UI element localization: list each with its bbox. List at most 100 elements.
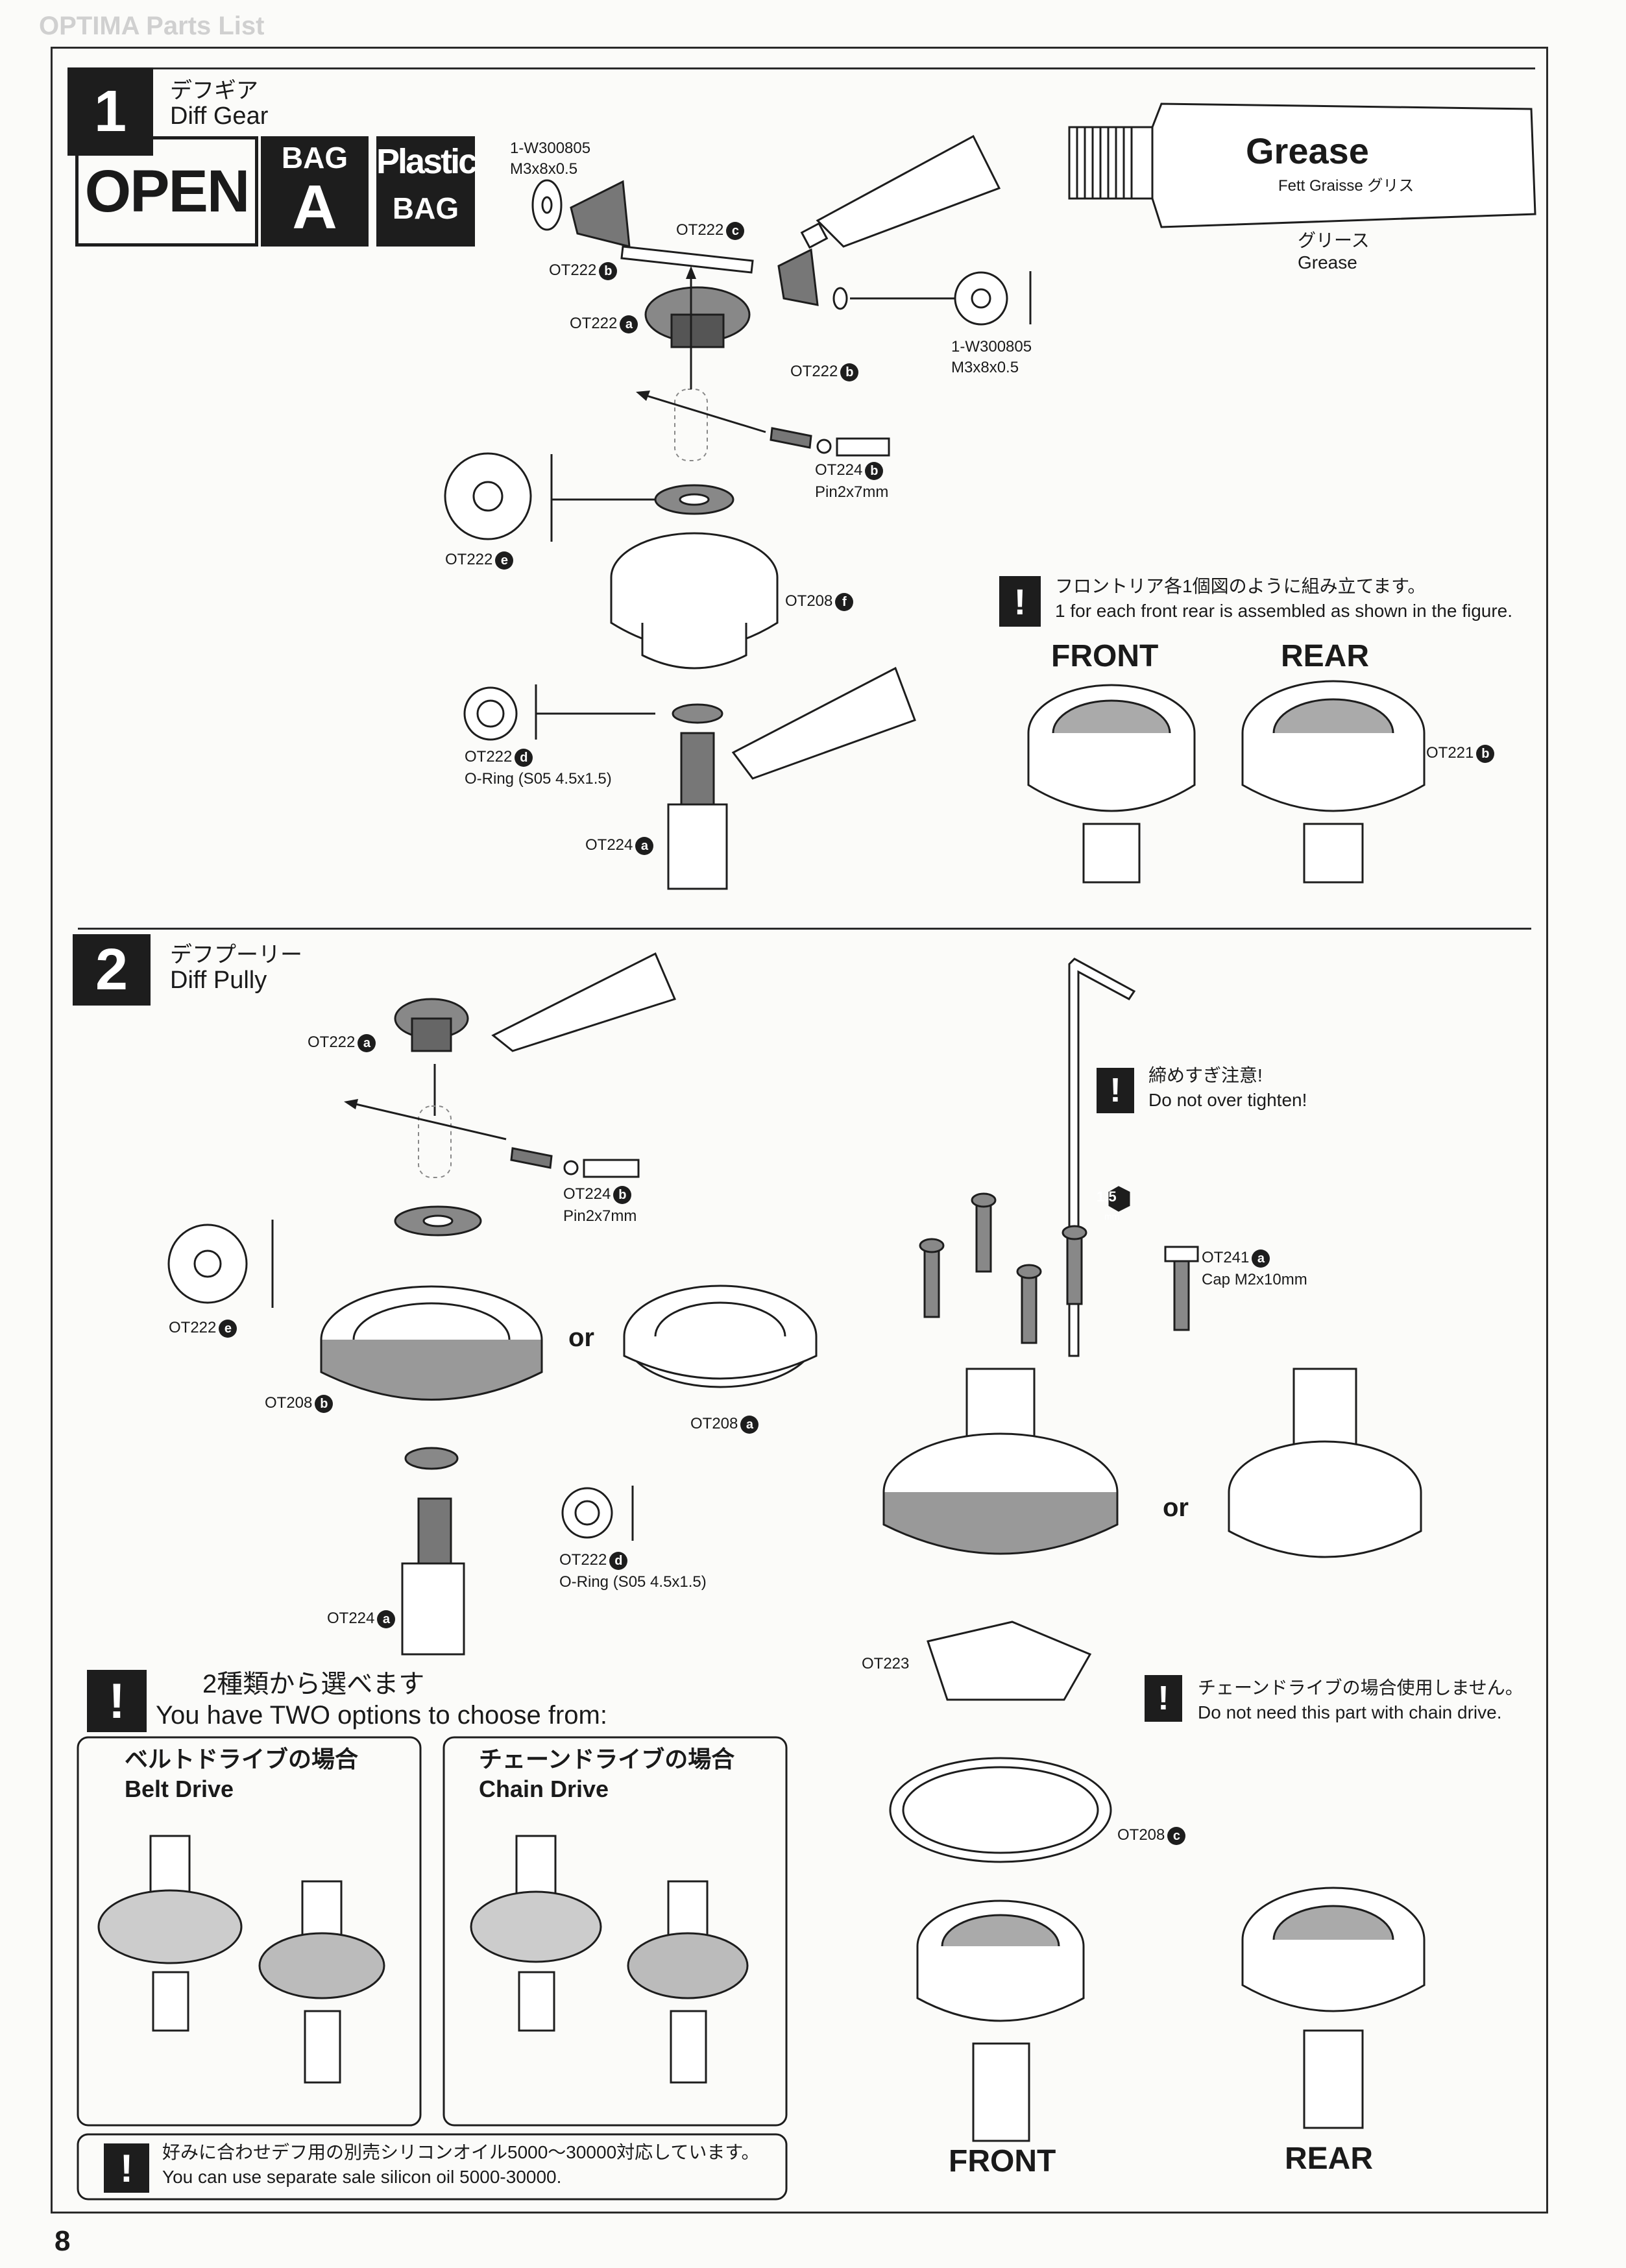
badge-a: a [377,1610,396,1628]
options-jp: 2種類から選べます [202,1670,425,1698]
part-code: OT222 [465,748,513,766]
step1-front-label: FRONT [1051,639,1159,673]
part-code: OT224 [563,1185,611,1203]
badge-d: d [515,748,533,767]
page-frame [51,47,1548,2214]
chain-note-en: Do not need this part with chain drive. [1198,1702,1502,1722]
badge-b: b [840,363,859,381]
badge-b: b [865,461,884,480]
badge-a: a [358,1033,376,1052]
rear-assembly-1 [1241,680,1426,884]
bevel-gear-2 [394,998,469,1052]
pin-step1 [770,427,890,457]
output-cup-2 [401,1497,465,1656]
s2-or-2: or [1163,1493,1189,1522]
badge-a: a [620,315,638,333]
oil-note-jp: 好みに合わせデフ用の別売シリコンオイル5000〜30000対応しています。 [162,2142,760,2162]
plastic-bag-badge: Plastic BAG [376,136,478,247]
chain-title-jp: チェーンドライブの場合 [479,1746,735,1772]
cup-top-outline-2 [418,1105,452,1178]
step1-rear-label: REAR [1281,639,1370,673]
label-pin: Pin2x7mm [815,483,889,501]
part-code: OT208 [785,592,833,610]
front-assembly-1 [1027,684,1196,884]
grease-tube-small-1 [800,134,1001,249]
page-number: 8 [55,2225,71,2257]
open-bag-badge: OPEN [75,136,258,247]
washer-1 [531,179,563,231]
section-divider [78,928,1531,930]
chain-title-en: Chain Drive [479,1776,609,1802]
belt-drive-box [77,1736,422,2127]
badge-e: e [219,1319,237,1338]
step2-rear-label: REAR [1285,2141,1374,2176]
badge-a: a [635,836,654,855]
hex-size: 1.5 [1097,1188,1117,1205]
part-code: OT208 [690,1415,738,1432]
s2-or-1: or [568,1323,594,1352]
chain-option-drawing [470,1835,749,2084]
step2-title-en: Diff Pully [170,967,267,994]
part-code: OT208 [1117,1826,1165,1844]
warning-icon: ! [1097,1068,1134,1113]
part-code: OT222 [445,551,493,568]
output-cup-1 [667,732,728,890]
pin-step2 [510,1147,640,1178]
washer-e [444,452,734,542]
step1-title-en: Diff Gear [170,103,269,130]
warning-icon: ! [1145,1675,1182,1722]
chain-drive-box [443,1736,788,2127]
badge-e: e [495,551,514,570]
front-assembly-2 [882,1368,1119,2142]
bag-a-badge: BAG A [261,136,369,247]
part-code: OT222 [790,363,838,380]
part-code: OT222 [308,1033,356,1051]
plastic-label: Plastic [376,142,478,181]
main-bevel-gear [644,286,751,348]
bag-label: BAG [281,141,348,175]
belt-option-drawing [97,1835,385,2084]
step1-note-en: 1 for each front rear is assembled as sh… [1055,601,1513,621]
open-label: OPEN [84,158,250,224]
badge-b: b [613,1185,632,1204]
rear-assembly-2 [1241,1887,1426,2129]
diff-housing-1 [610,532,779,670]
badge-a: a [1252,1249,1270,1268]
washer2-size: M3x8x0.5 [951,359,1019,376]
warning-icon: ! [87,1670,147,1732]
washer2-code: 1-W300805 [951,338,1032,356]
warning-icon: ! [104,2143,149,2193]
oil-note-en: You can use separate sale silicon oil 50… [162,2167,562,2187]
hex-unit: mm [1104,1211,1120,1222]
belt-title-en: Belt Drive [125,1776,234,1802]
step1-note-jp: フロントリア各1個図のように組み立てます。 [1055,576,1426,596]
s2-label-ot223: OT223 [862,1655,910,1672]
tighten-en: Do not over tighten! [1148,1090,1307,1110]
warning-icon: ! [999,576,1041,627]
hex-wrench [1068,958,1136,1357]
grease-sub: Fett Graisse グリス [1278,177,1414,195]
badge-a: a [740,1415,759,1434]
tighten-jp: 締めすぎ注意! [1148,1065,1263,1085]
grease-brand: Grease [1246,130,1369,171]
part-code: OT208 [265,1394,313,1412]
part-code: OT222 [549,261,597,279]
part-code: OT221 [1426,744,1474,762]
washer-e-2 [167,1205,482,1308]
bag-letter: A [292,173,337,242]
oring-d-2 [404,1447,634,1541]
